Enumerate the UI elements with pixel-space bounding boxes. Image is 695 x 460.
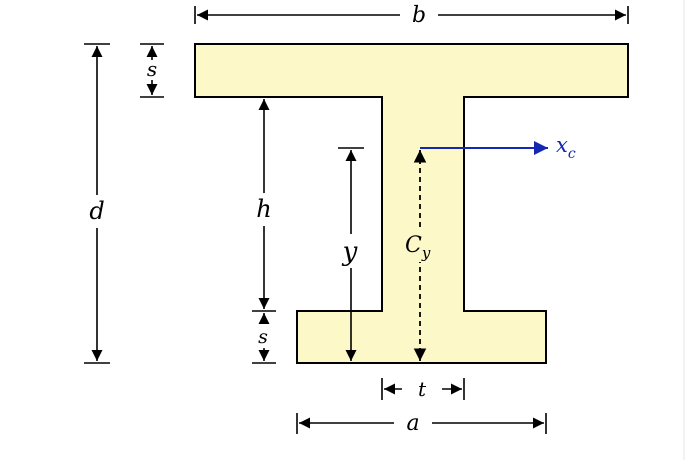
label-y: y — [342, 237, 358, 267]
dimension-a: a — [296, 411, 547, 436]
label-xc: xc — [556, 133, 576, 162]
i-beam-section — [194, 43, 629, 364]
label-s-top: s — [147, 57, 157, 81]
dimension-b: b — [194, 3, 629, 28]
label-s-bottom: s — [258, 326, 268, 348]
dimension-s-top: s — [140, 43, 164, 98]
dimension-h: h — [252, 96, 276, 312]
label-cy: Cy — [405, 233, 431, 262]
label-d: d — [89, 197, 104, 225]
centroid-cy: Cy — [401, 150, 449, 361]
label-h: h — [256, 195, 271, 223]
label-a: a — [406, 411, 419, 436]
label-b: b — [412, 3, 426, 28]
label-t: t — [418, 377, 427, 401]
dimension-t: t — [381, 377, 465, 401]
dimension-d: d — [84, 43, 110, 364]
dimension-y: y — [338, 147, 364, 364]
centroidal-axis-xc: xc — [420, 133, 576, 162]
dimension-s-bottom: s — [252, 313, 276, 364]
